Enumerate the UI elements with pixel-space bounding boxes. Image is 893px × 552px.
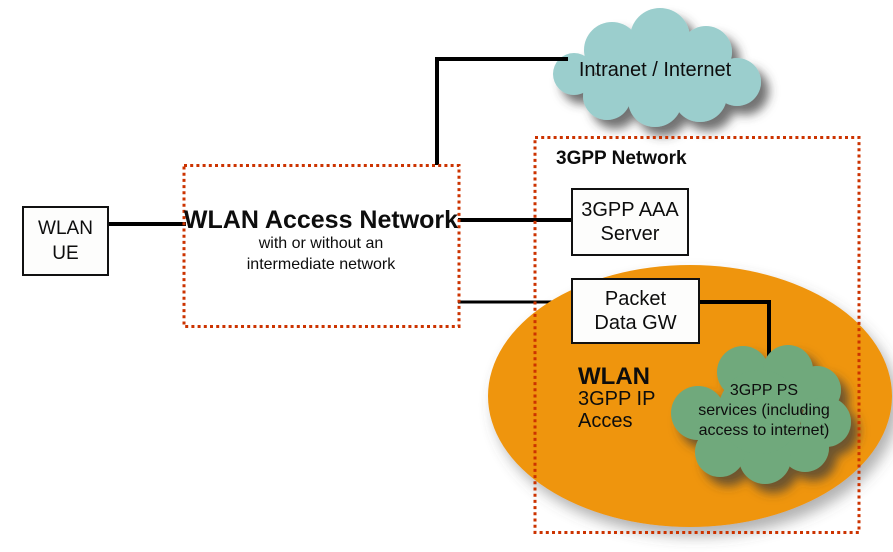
- packet-data-gw-label-line2: Data GW: [594, 312, 677, 334]
- cloud-to-wan-line: [435, 57, 568, 165]
- wlan-ue-label-line2: UE: [52, 243, 79, 264]
- intranet-cloud-label: Intranet / Internet: [578, 59, 732, 81]
- wlan-3gpp-ip-access-label: WLAN 3GPP IP Acces: [578, 363, 656, 433]
- wlan-access-network-subtitle-line1: with or without an: [258, 235, 384, 252]
- ps-services-cloud-shape: [671, 345, 851, 484]
- wlan-ue-node: WLAN UE: [22, 206, 109, 276]
- wlan-access-network-subtitle: with or without an intermediate network: [182, 233, 460, 275]
- intranet-cloud-shape: [553, 8, 761, 127]
- pdg-to-ps-line: [698, 300, 771, 375]
- aaa-server-node: 3GPP AAA Server: [571, 188, 689, 256]
- ps-services-cloud-line2: services (including: [698, 402, 830, 419]
- packet-data-gw-node: Packet Data GW: [571, 278, 700, 344]
- wlan-3gpp-ip-access-title: WLAN: [578, 363, 650, 390]
- 3gpp-network-dotted-border: [533, 136, 861, 534]
- wlan-3gpp-ip-access-line2: 3GPP IP: [578, 388, 656, 410]
- ps-services-cloud-line1: 3GPP PS: [729, 382, 799, 399]
- wlan-access-dotted-border: [182, 164, 461, 328]
- aaa-server-label-line2: Server: [600, 223, 660, 245]
- wlan-access-network-subtitle-line2: intermediate network: [246, 256, 396, 273]
- aaa-server-label-line1: 3GPP AAA: [581, 199, 679, 221]
- wlan-3gpp-ip-access-line3: Acces: [578, 410, 633, 432]
- wlan-access-network-title: WLAN Access Network: [183, 206, 459, 234]
- ps-services-cloud-label: 3GPP PS services (including access to in…: [672, 381, 856, 441]
- ps-services-cloud-line3: access to internet): [698, 422, 830, 439]
- packet-data-gw-label-line1: Packet: [604, 288, 667, 310]
- 3gpp-network-title: 3GPP Network: [556, 148, 687, 169]
- wlan-ue-label-line1: WLAN: [38, 218, 93, 239]
